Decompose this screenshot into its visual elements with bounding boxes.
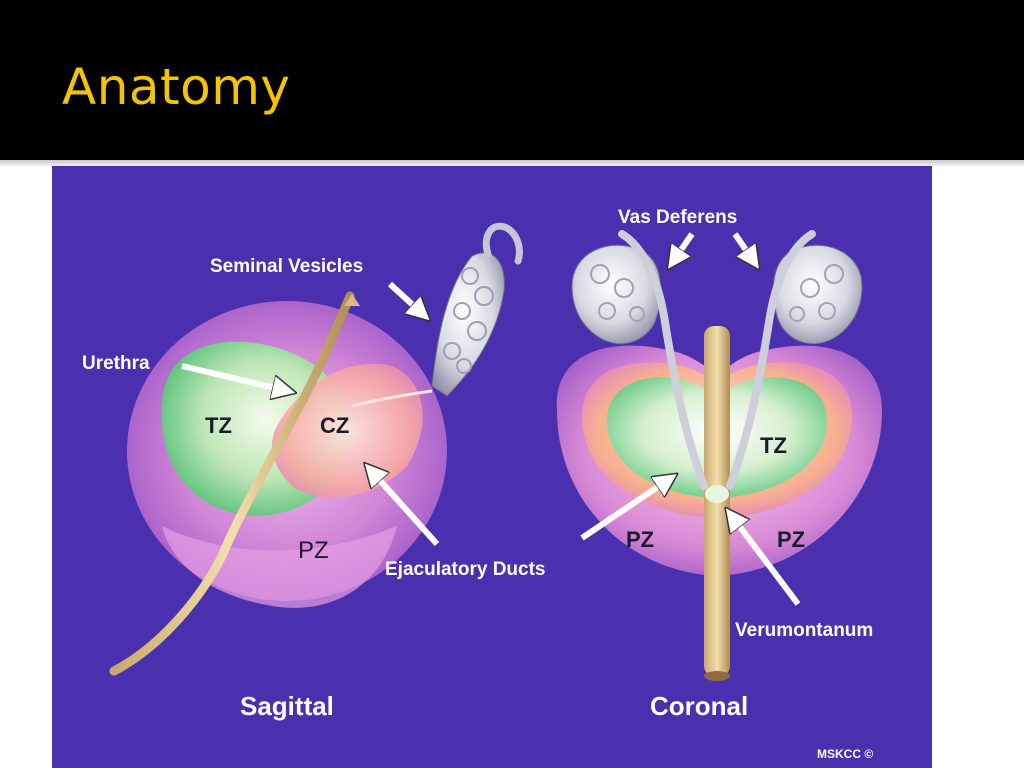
arrow-ejaculatory-ducts-sagittal [367, 466, 440, 547]
coronal-vesicle-texture [590, 264, 844, 322]
label-seminal-vesicles: Seminal Vesicles [210, 256, 363, 277]
zone-label-coronal-pz-left: PZ [626, 527, 654, 552]
sagittal-urethra [109, 291, 355, 676]
urethra-opening [704, 671, 730, 681]
zone-label-sagittal-pz: PZ [298, 537, 329, 564]
header-divider [0, 160, 1024, 166]
coronal-view [556, 230, 882, 681]
sagittal-ejaculatory-duct [351, 389, 433, 408]
label-vas-deferens: Vas Deferens [618, 207, 737, 228]
label-verumontanum: Verumontanum [735, 620, 873, 641]
coronal-seminal-vesicle-right [772, 244, 863, 345]
sagittal-seminal-vesicle [431, 252, 505, 397]
zone-label-sagittal-tz: TZ [205, 413, 232, 438]
coronal-vas-deferens-left [618, 230, 708, 490]
verumontanum-mound [705, 485, 729, 503]
view-label-sagittal: Sagittal [240, 691, 334, 721]
coronal-vas-deferens-right [726, 230, 816, 490]
coronal-seminal-vesicle-left [571, 244, 662, 345]
label-urethra: Urethra [82, 353, 150, 374]
zone-label-coronal-tz: TZ [760, 433, 787, 458]
sagittal-peripheral-zone [162, 526, 397, 608]
arrow-seminal-vesicles [387, 281, 427, 318]
slide-header: Anatomy [0, 0, 1024, 160]
seminal-vesicle-texture [443, 267, 494, 374]
credit-text: MSKCC © [817, 747, 873, 761]
arrow-verumontanum [728, 511, 801, 606]
arrow-urethra [181, 363, 292, 392]
anatomy-illustration: Seminal Vesicles Urethra Vas Deferens Ej… [52, 166, 932, 768]
slide-title: Anatomy [62, 58, 291, 116]
prostate-anatomy-figure: Seminal Vesicles Urethra Vas Deferens Ej… [52, 166, 932, 768]
urethra-tip [344, 294, 360, 306]
arrow-ejaculatory-ducts-coronal [580, 476, 674, 541]
arrow-vas-deferens-left [670, 232, 695, 266]
sagittal-vas-deferens [482, 222, 523, 265]
sagittal-view [109, 222, 523, 676]
label-ejaculatory-ducts: Ejaculatory Ducts [385, 559, 546, 580]
zone-label-sagittal-cz: CZ [320, 413, 349, 438]
zone-label-coronal-pz-right: PZ [777, 527, 805, 552]
view-label-coronal: Coronal [650, 691, 748, 721]
arrow-vas-deferens-right [732, 232, 757, 266]
annotation-arrows [181, 232, 801, 606]
